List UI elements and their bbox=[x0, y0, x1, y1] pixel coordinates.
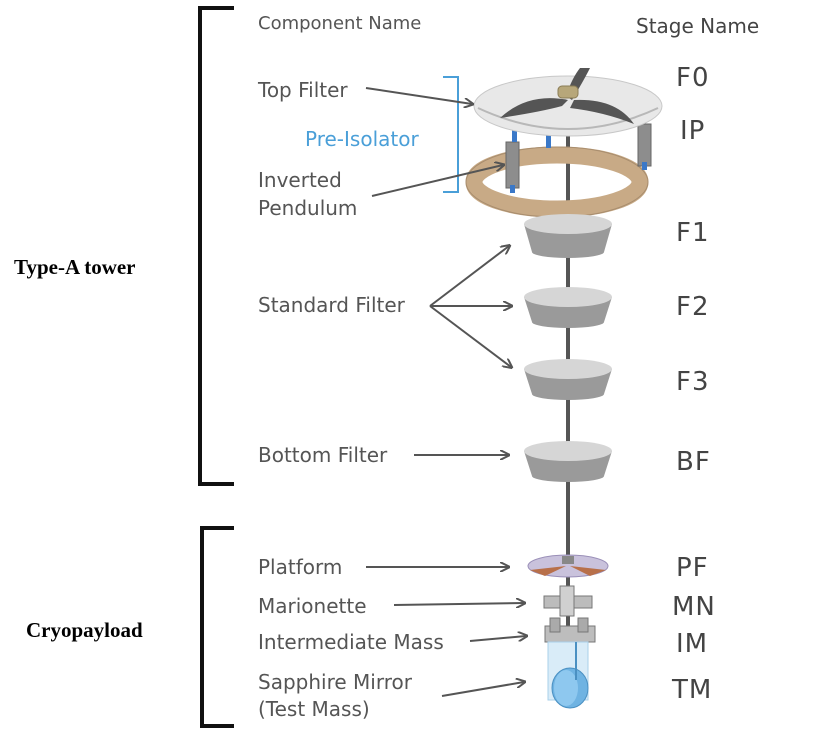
arrow-standard-filter-f1 bbox=[429, 246, 509, 307]
inverted-pendulum-label-1: Inverted bbox=[258, 168, 342, 192]
stage-f3: F3 bbox=[676, 367, 710, 397]
component-name-header: Component Name bbox=[258, 13, 421, 34]
filter-f1 bbox=[524, 214, 612, 258]
filter-bf bbox=[524, 441, 612, 482]
marionette-label: Marionette bbox=[258, 594, 367, 618]
arrow-sapphire-mirror bbox=[441, 682, 524, 697]
stage-tm: TM bbox=[671, 675, 712, 705]
platform-label: Platform bbox=[258, 555, 342, 579]
arrow-inverted-pendulum bbox=[371, 165, 503, 197]
stage-f1: F1 bbox=[676, 218, 710, 248]
stage-pf: PF bbox=[676, 553, 709, 583]
arrow-intermediate-mass bbox=[469, 636, 526, 642]
pre-isolator-label: Pre-Isolator bbox=[305, 127, 419, 151]
arrow-standard-filter-f3 bbox=[429, 305, 511, 367]
stage-im: IM bbox=[676, 629, 708, 659]
stage-f0: F0 bbox=[676, 63, 710, 93]
stage-mn: MN bbox=[672, 592, 716, 622]
platform-disk bbox=[527, 554, 609, 578]
arrow-marionette bbox=[393, 603, 524, 605]
stage-name-header: Stage Name bbox=[636, 14, 759, 38]
stage-ip: IP bbox=[680, 116, 705, 146]
stage-bf: BF bbox=[676, 447, 711, 477]
ip-legs bbox=[505, 123, 652, 193]
top-filter-label: Top Filter bbox=[257, 78, 348, 102]
inverted-pendulum-label-2: Pendulum bbox=[258, 196, 357, 220]
bottom-filter-label: Bottom Filter bbox=[258, 443, 388, 467]
pointer-arrows bbox=[365, 87, 526, 697]
arrow-top-filter bbox=[365, 87, 472, 104]
sapphire-mirror-label-2: (Test Mass) bbox=[258, 697, 370, 721]
filter-f2 bbox=[524, 287, 612, 328]
cryopayload-label: Cryopayload bbox=[26, 618, 143, 642]
standard-filter-label: Standard Filter bbox=[258, 293, 406, 317]
top-filter-disk bbox=[473, 68, 663, 137]
intermediate-mass-block bbox=[544, 617, 596, 643]
type-a-bracket bbox=[198, 6, 234, 486]
sapphire-mirror-label-1: Sapphire Mirror bbox=[258, 670, 413, 694]
stage-f2: F2 bbox=[676, 292, 710, 322]
filter-f3 bbox=[524, 359, 612, 400]
marionette-block bbox=[543, 585, 593, 617]
intermediate-mass-label: Intermediate Mass bbox=[258, 630, 444, 654]
type-a-tower-label: Type-A tower bbox=[14, 255, 136, 279]
sapphire-test-mass bbox=[547, 641, 589, 709]
cryopayload-bracket bbox=[200, 526, 234, 728]
inverted-pendulum-ring bbox=[465, 146, 649, 218]
pre-isolator-bracket bbox=[443, 76, 459, 193]
